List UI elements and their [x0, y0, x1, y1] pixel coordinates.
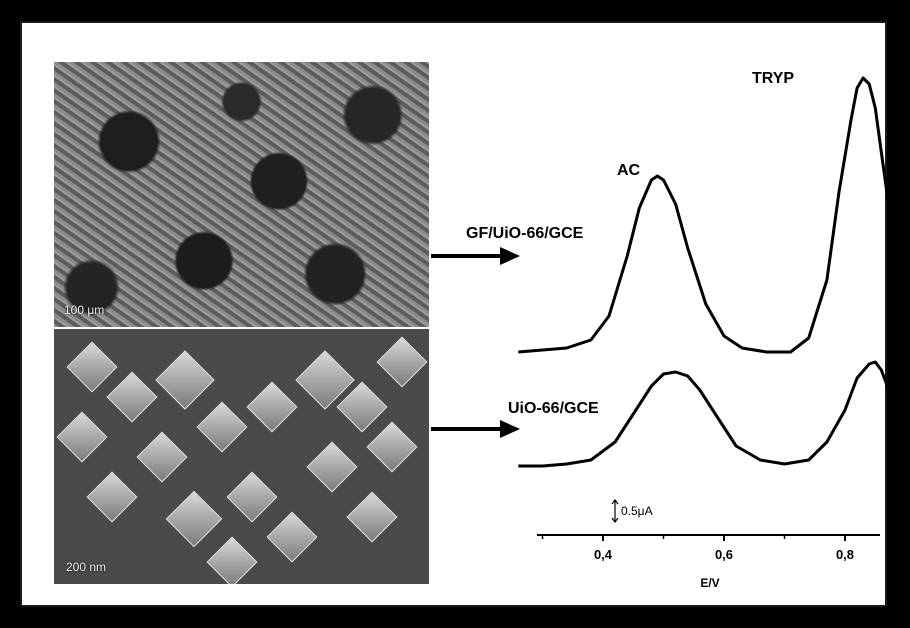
- label-gf-uio66-gce: GF/UiO-66/GCE: [466, 225, 584, 242]
- series-line-0: [518, 76, 910, 354]
- label-uio66-gce: UiO-66/GCE: [508, 400, 599, 417]
- scale-bar-label: 100 μm: [64, 303, 105, 317]
- label-peak-tryp: TRYP: [752, 70, 795, 87]
- arrow-top: [431, 254, 503, 258]
- arrow-top-head: [500, 247, 520, 265]
- label-peak-ac: AC: [617, 162, 641, 179]
- scale-bar-label: 200 nm: [66, 560, 107, 574]
- arrow-bottom: [431, 427, 503, 431]
- arrow-bottom-head: [500, 420, 520, 438]
- current-scale-label: 0.5μA: [621, 504, 653, 518]
- x-tick-label: 0,6: [715, 547, 733, 562]
- sem-image-uio66-crystals: 200 nm: [54, 329, 429, 584]
- sem-image-gf-uio66: 100 μm: [54, 62, 429, 327]
- x-tick-label: 0,4: [594, 547, 613, 562]
- series-line-1: [518, 360, 910, 468]
- x-tick-label: 0,8: [836, 547, 854, 562]
- current-scale-arrowhead: [611, 517, 619, 523]
- current-scale-arrowhead: [611, 499, 619, 505]
- x-axis-title: E/V: [700, 576, 719, 590]
